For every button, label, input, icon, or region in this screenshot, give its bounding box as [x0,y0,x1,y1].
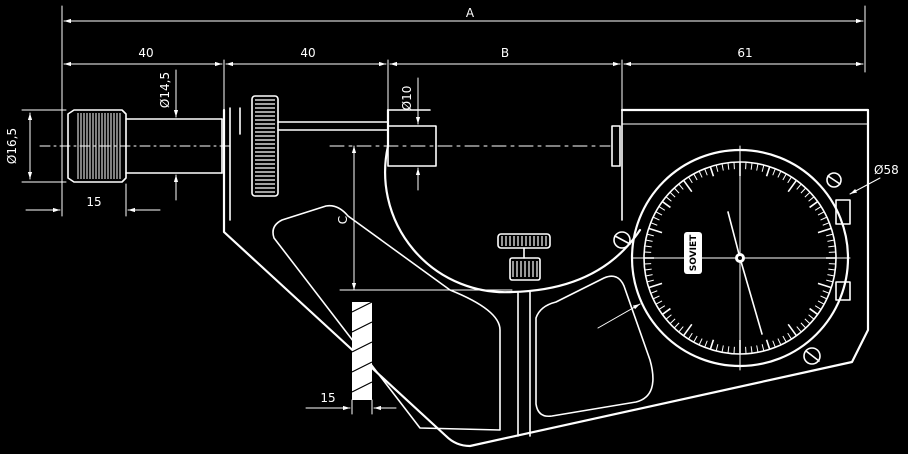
section-arrow [597,303,641,329]
spindle [125,118,223,174]
dimension-40-first: 40 [138,46,153,60]
anvil-diameter-label: Ø10 [400,86,414,111]
dial-scale-ticks [644,162,836,354]
anvil [329,125,621,167]
screw-top-right [826,172,842,188]
spindle-diameter-dimension: Ø14,5 [158,69,179,201]
dimension-61: 61 [737,46,752,60]
thimble-diameter-label: Ø16,5 [5,128,19,164]
lock-knob [239,95,389,197]
dimension-row-upper: 40 40 B 61 [63,46,864,131]
thimble-length-label: 15 [86,195,101,209]
dial-diameter-dimension: Ø58 [849,163,899,195]
thimble [39,109,231,183]
anvil-diameter-dimension: Ø10 [400,77,421,191]
frame-thickness-dimension: 15 [305,391,397,415]
screw-lower [803,347,821,365]
gauge-logo-text: SOVIET [689,234,699,271]
screw-upper [613,231,631,249]
thimble-length-dimension: 15 [25,181,161,217]
dimension-40-second: 40 [300,46,315,60]
dimension-b: B [501,46,509,60]
depth-dimension: C [336,145,513,291]
frame-section [351,301,373,400]
dimension-a: A [61,5,866,213]
thimble-diameter-dimension: Ø16,5 [5,109,67,183]
gauge-logo [684,232,702,274]
depth-label: C [336,216,350,224]
dimension-a-label: A [466,6,475,20]
lift-knob [497,233,551,281]
dial-gauge: SOVIET [630,145,851,371]
spindle-diameter-label: Ø14,5 [158,72,172,108]
frame-thickness-label: 15 [320,391,335,405]
dial-diameter-label: Ø58 [874,163,899,177]
frame [222,107,870,448]
